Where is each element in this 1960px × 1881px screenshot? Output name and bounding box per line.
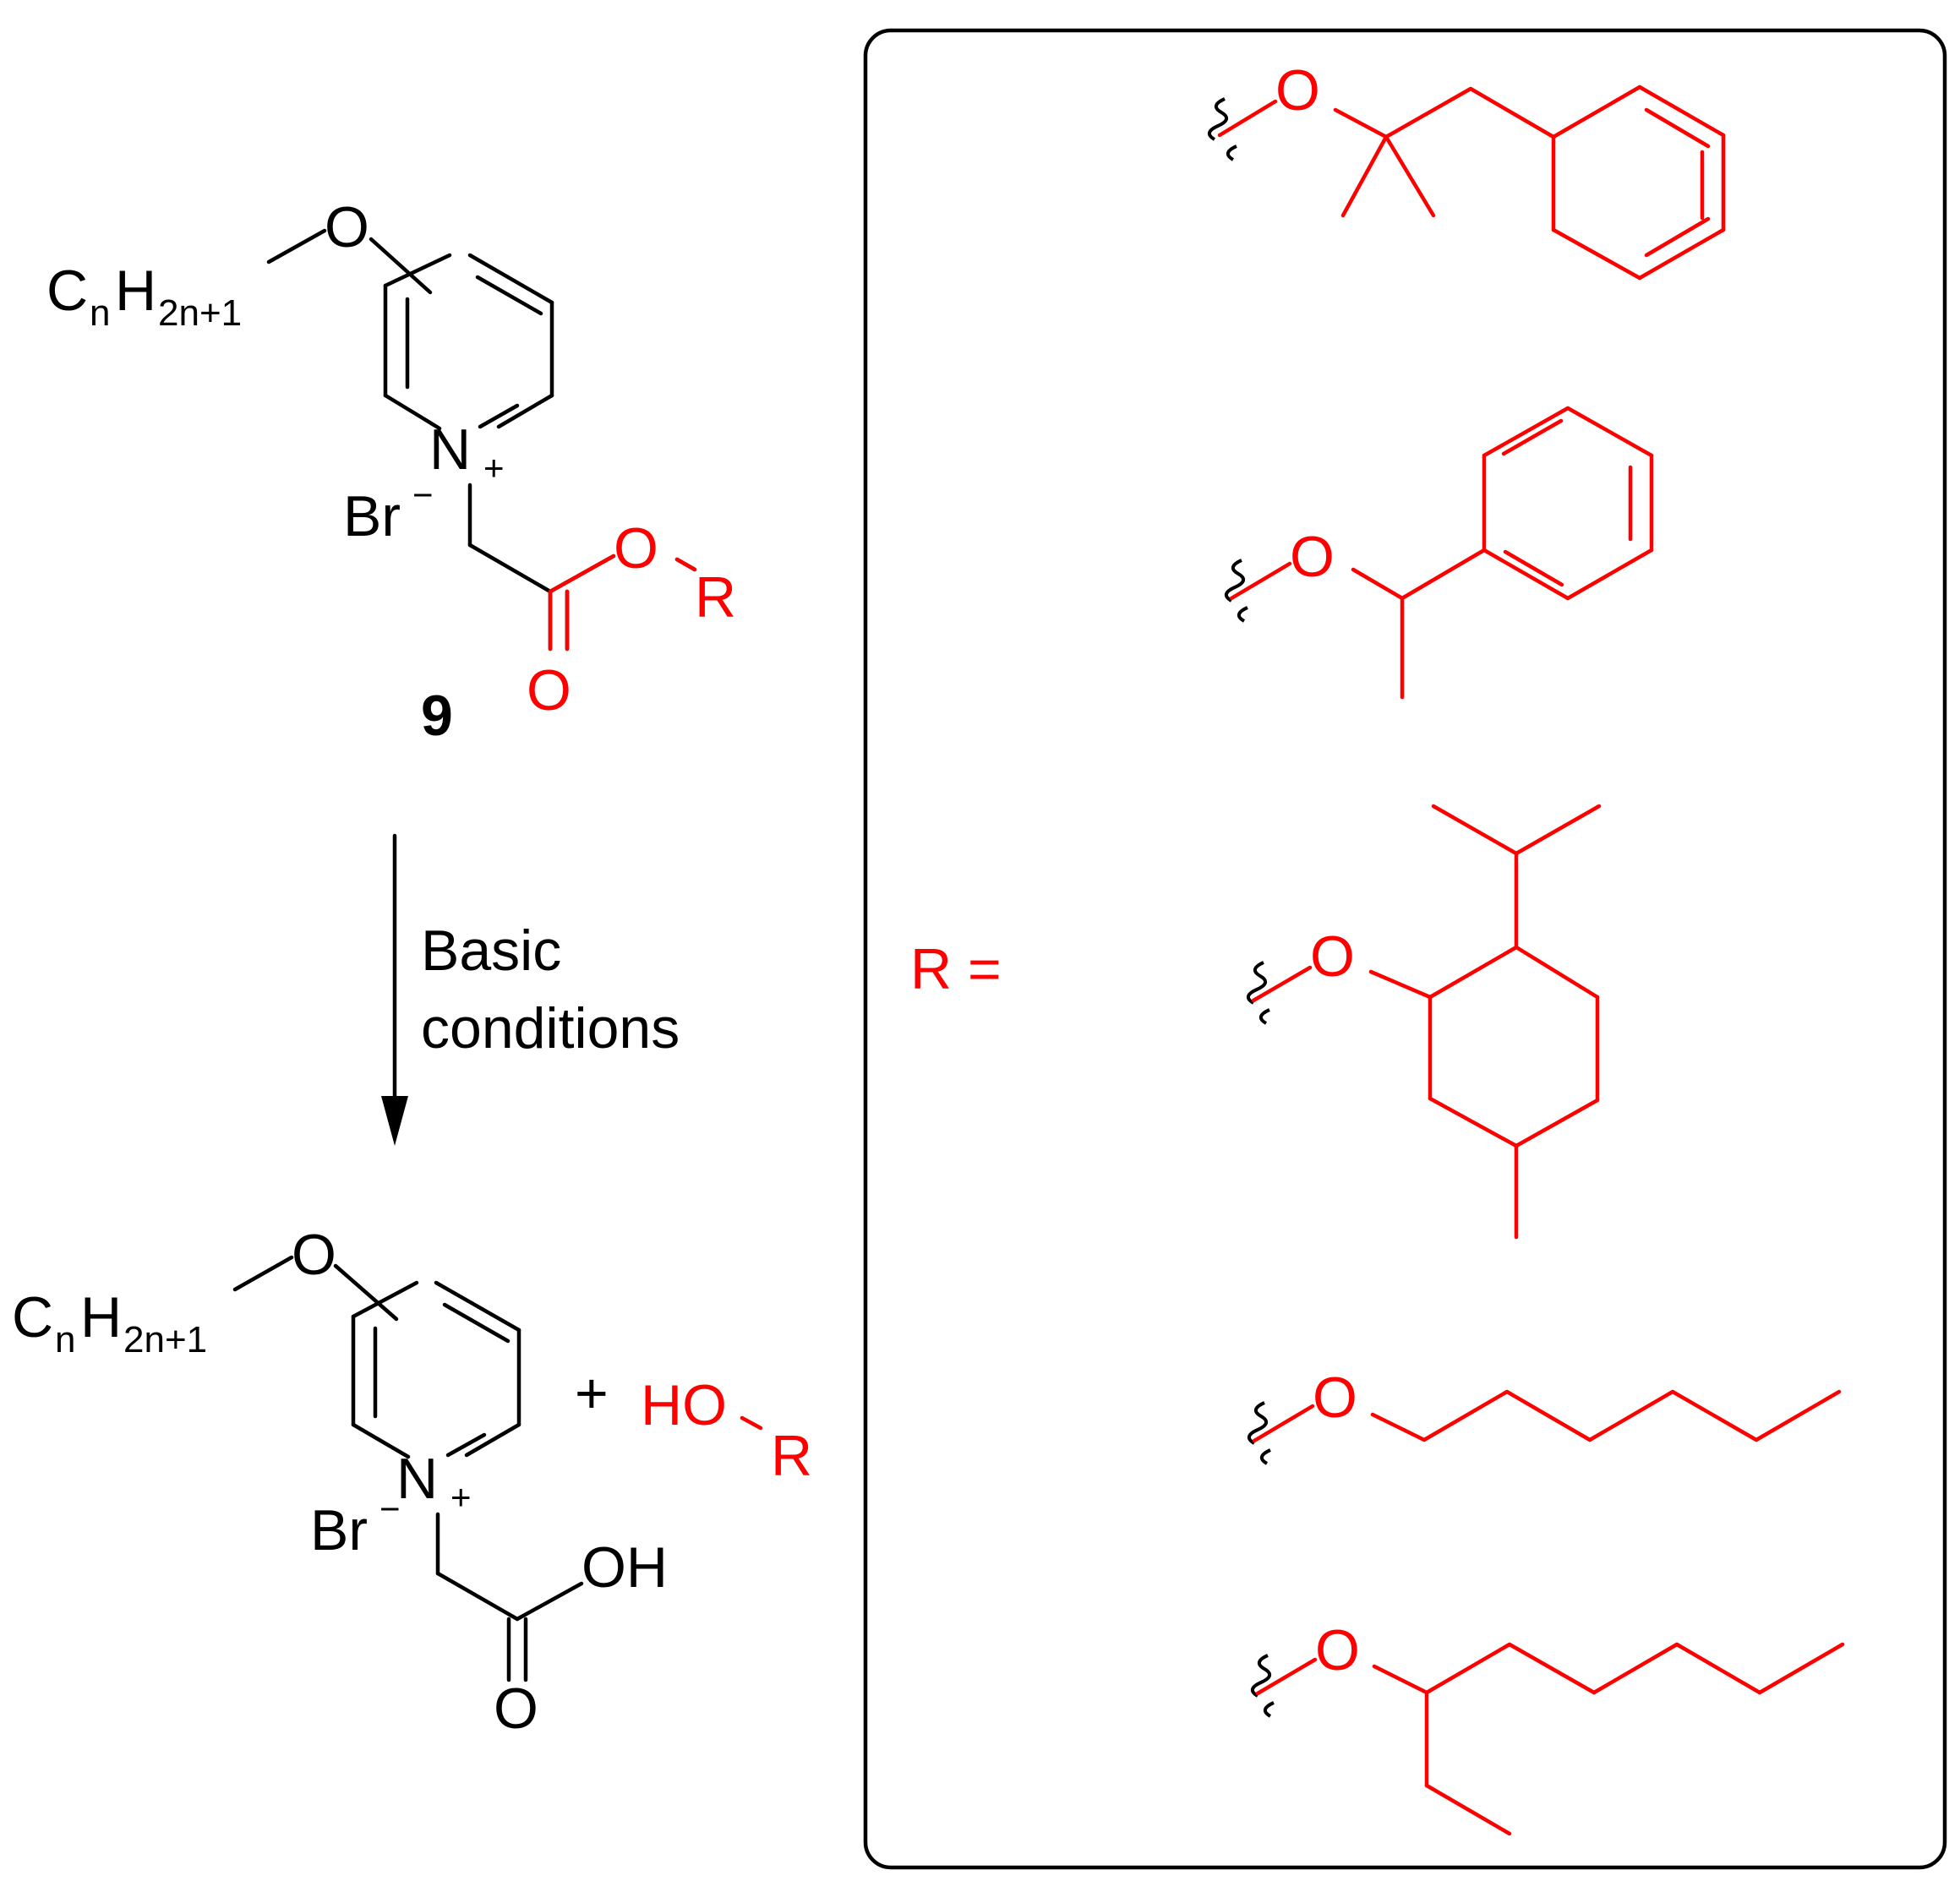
- product-chain-sub-2n1: 2n+1: [123, 1319, 207, 1360]
- r5-bonds: [1255, 1642, 1845, 1836]
- arrow-head: [381, 1096, 408, 1146]
- product-chain-sub-n: n: [55, 1319, 75, 1360]
- reactant-chain-sub-n: n: [90, 292, 110, 334]
- r1-oxygen: O: [1275, 58, 1320, 123]
- product-nitrogen-charge: +: [450, 1477, 472, 1517]
- product-alcohol-ho: HO: [641, 1373, 727, 1437]
- r5-wavy-bond: [1251, 1654, 1275, 1718]
- product-carbonyl-oxygen: O: [494, 1677, 538, 1741]
- reactant-nitrogen-charge: +: [483, 448, 505, 488]
- r-group-box: [863, 28, 1947, 1870]
- product-ether-oxygen: O: [292, 1223, 336, 1287]
- product-bonds: [232, 1255, 584, 1682]
- product-chain-c: C: [12, 1285, 53, 1349]
- r-option-1: O: [1208, 58, 1726, 281]
- r2-bonds: [1229, 406, 1654, 700]
- product-bromide-charge: −: [379, 1489, 401, 1529]
- r4-oxygen: O: [1313, 1366, 1357, 1430]
- r3-oxygen: O: [1310, 924, 1355, 989]
- r4-wavy-bond: [1248, 1401, 1271, 1465]
- reactant-structure: C n H 2n+1 O N + Br − O R O 9: [46, 195, 736, 748]
- reactant-chain-c: C: [46, 259, 88, 323]
- reactant-bromide: Br: [343, 484, 401, 548]
- r3-wavy-bond: [1247, 961, 1270, 1025]
- product-pyridinium-nitrogen: N: [396, 1447, 438, 1511]
- product-alcohol-r: R: [771, 1424, 812, 1488]
- product-bromide: Br: [310, 1498, 368, 1562]
- r-equals-label: R =: [910, 937, 1002, 1001]
- reactant-ether-oxygen: O: [325, 195, 369, 259]
- compound-number: 9: [421, 684, 453, 748]
- product-chain-h: H: [80, 1285, 122, 1349]
- r-option-4: O: [1248, 1366, 1842, 1465]
- product-acid-hydroxyl: OH: [581, 1535, 668, 1600]
- reactant-pyridinium-nitrogen: N: [429, 417, 471, 482]
- r2-wavy-bond: [1225, 559, 1248, 623]
- reaction-arrow: Basic conditions: [381, 833, 680, 1146]
- r-option-3: O: [1247, 804, 1602, 1240]
- product-structure: C n H 2n+1 O N + Br − OH O + HO R: [12, 1223, 812, 1741]
- r1-wavy-bond: [1208, 97, 1237, 161]
- arrow-condition-line1: Basic: [421, 919, 561, 983]
- arrow-condition-line2: conditions: [421, 996, 680, 1060]
- product-plus-sign: +: [575, 1361, 609, 1426]
- r5-oxygen: O: [1315, 1618, 1360, 1682]
- reactant-carbonyl-oxygen: O: [527, 658, 571, 722]
- r-option-2: O: [1225, 406, 1654, 700]
- reactant-ester-oxygen: O: [614, 516, 658, 581]
- r-group-panel: R = O: [863, 28, 1947, 1870]
- r2-oxygen: O: [1290, 525, 1335, 589]
- reactant-bromide-charge: −: [412, 475, 434, 515]
- reactant-bonds: [266, 228, 697, 652]
- product-alcohol-bond: [740, 1415, 763, 1431]
- reactant-ester-bonds: [548, 553, 697, 652]
- r1-bonds: [1217, 85, 1726, 281]
- r4-bonds: [1252, 1389, 1842, 1443]
- r-option-5: O: [1251, 1618, 1845, 1836]
- r3-bonds: [1251, 804, 1602, 1240]
- reactant-chain-h: H: [115, 259, 156, 323]
- reactant-chain-sub-2n1: 2n+1: [158, 292, 242, 334]
- reactant-r-group: R: [695, 565, 736, 630]
